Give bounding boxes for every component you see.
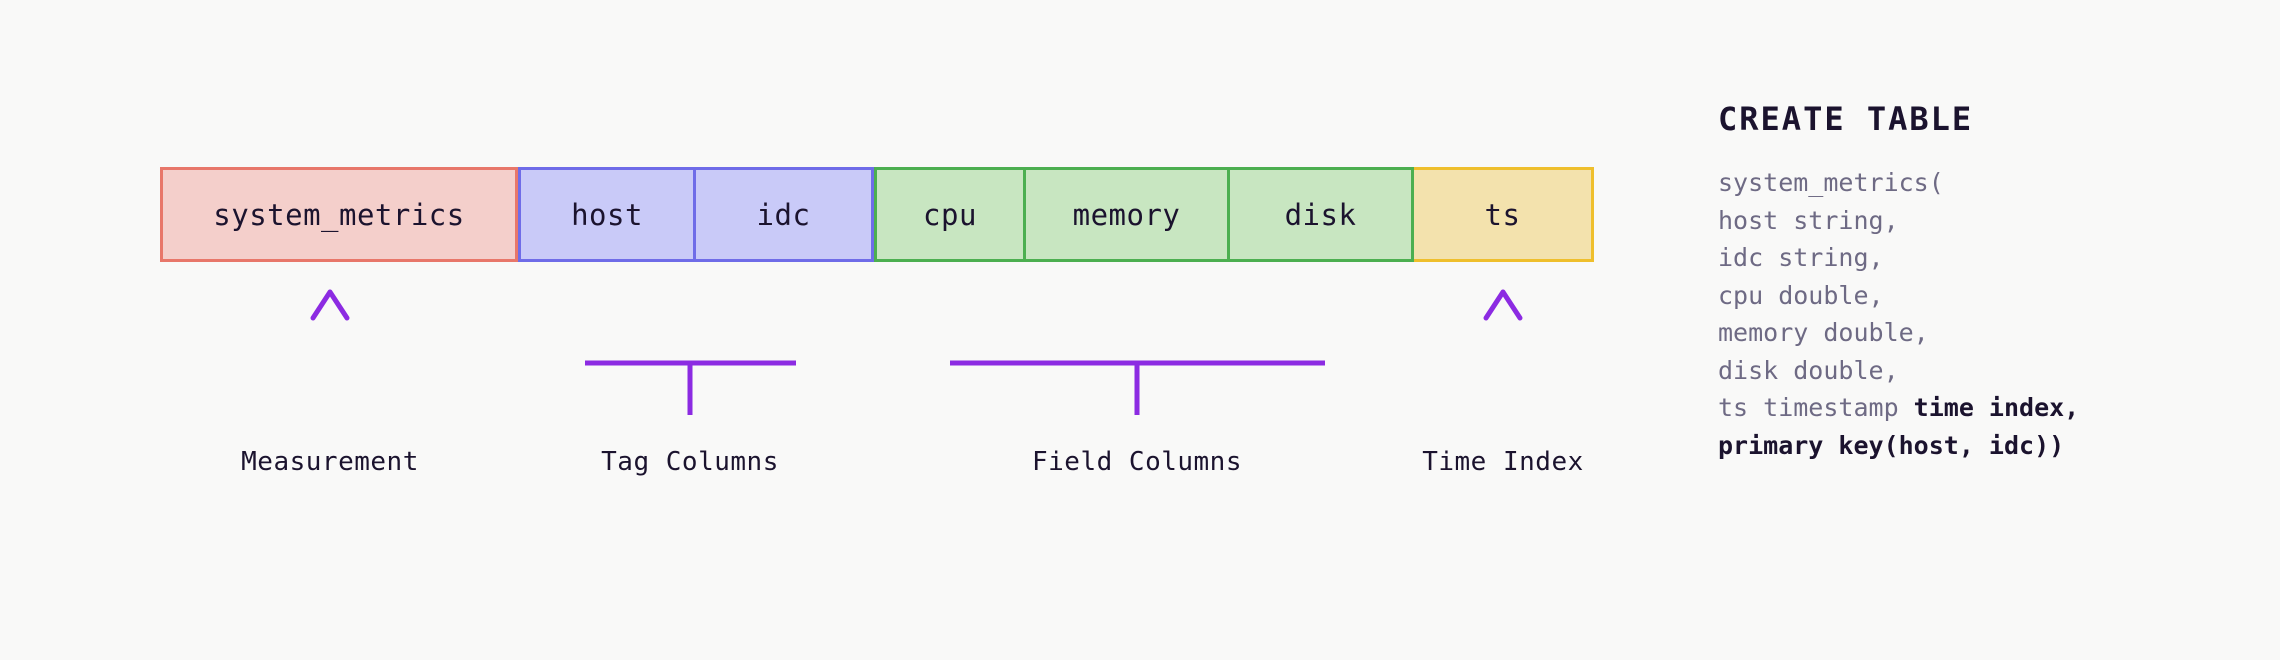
sql-line: host string, bbox=[1718, 202, 2238, 240]
schema-column-row: system_metrics host idc cpu memory disk … bbox=[160, 167, 1594, 262]
schema-column-disk[interactable]: disk bbox=[1230, 167, 1414, 262]
sql-line: ts timestamp time index, bbox=[1718, 389, 2238, 427]
schema-column-host[interactable]: host bbox=[518, 167, 696, 262]
sql-token: system_metrics( bbox=[1718, 168, 1944, 197]
schema-column-memory[interactable]: memory bbox=[1026, 167, 1230, 262]
schema-column-label: host bbox=[571, 197, 643, 232]
schema-column-label: disk bbox=[1284, 197, 1357, 232]
measurement-arrow-icon bbox=[310, 289, 350, 415]
field-columns-bracket-icon bbox=[950, 300, 1325, 415]
annotation-label-measurement: Measurement bbox=[241, 447, 419, 477]
sql-snippet-panel: CREATE TABLE system_metrics( host string… bbox=[1718, 100, 2238, 464]
annotation-label-tag-columns: Tag Columns bbox=[601, 447, 779, 477]
time-index-arrow-icon bbox=[1483, 289, 1523, 415]
sql-line: primary key(host, idc)) bbox=[1718, 427, 2238, 465]
sql-token-bold: time index, bbox=[1913, 393, 2080, 422]
sql-line: cpu double, bbox=[1718, 277, 2238, 315]
annotation-label-field-columns: Field Columns bbox=[1032, 447, 1242, 477]
schema-column-ts[interactable]: ts bbox=[1414, 167, 1594, 262]
sql-heading: CREATE TABLE bbox=[1718, 100, 1974, 138]
sql-token: ts timestamp bbox=[1718, 393, 1914, 422]
annotation-label-time-index: Time Index bbox=[1422, 447, 1584, 477]
sql-token: idc string, bbox=[1718, 243, 1884, 272]
sql-line: memory double, bbox=[1718, 314, 2238, 352]
sql-token-bold: primary key(host, idc)) bbox=[1718, 430, 2065, 460]
schema-column-idc[interactable]: idc bbox=[696, 167, 874, 262]
schema-column-system_metrics[interactable]: system_metrics bbox=[160, 167, 518, 262]
sql-token: host string, bbox=[1718, 205, 1899, 235]
sql-body: system_metrics( host string, idc string,… bbox=[1718, 164, 2238, 464]
schema-column-label: memory bbox=[1072, 197, 1181, 232]
tag-columns-bracket-icon bbox=[585, 300, 796, 415]
sql-line: disk double, bbox=[1718, 352, 2238, 390]
sql-line: idc string, bbox=[1718, 239, 2238, 277]
schema-column-label: system_metrics bbox=[213, 197, 465, 232]
schema-column-label: ts bbox=[1484, 197, 1521, 232]
schema-column-label: cpu bbox=[923, 197, 977, 232]
schema-column-cpu[interactable]: cpu bbox=[874, 167, 1026, 262]
schema-column-label: idc bbox=[756, 197, 811, 232]
sql-line: system_metrics( bbox=[1718, 164, 2238, 202]
sql-token: memory double, bbox=[1718, 318, 1929, 347]
sql-token: cpu double, bbox=[1718, 280, 1884, 310]
sql-token: disk double, bbox=[1718, 355, 1899, 385]
